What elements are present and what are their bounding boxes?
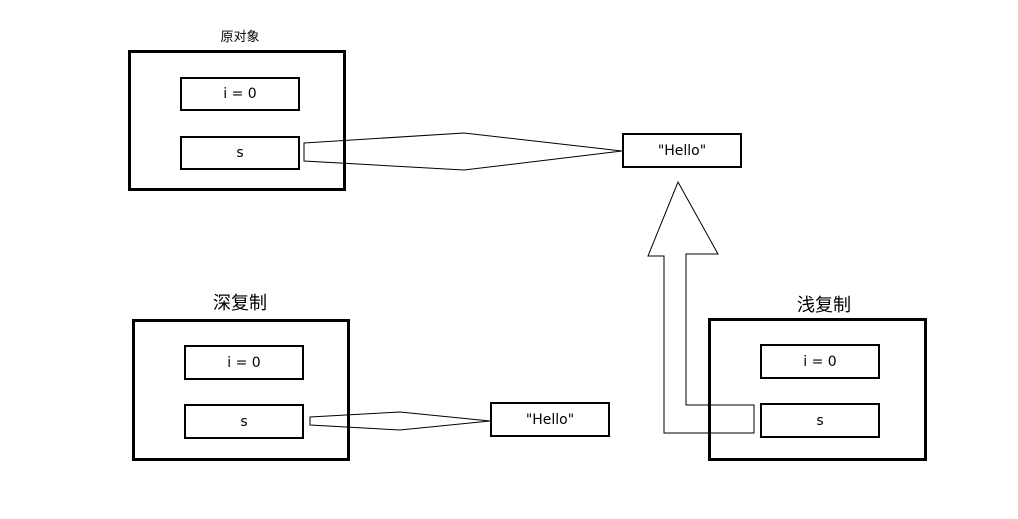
deep-copy-box (132, 319, 350, 461)
shallow-copy-field-i: i = 0 (760, 344, 880, 379)
shallow-copy-field-s: s (760, 403, 880, 438)
shared-string-hello: "Hello" (622, 133, 742, 168)
arrow-deep-copy-to-hello (309, 411, 491, 431)
deep-copy-field-i: i = 0 (184, 345, 304, 380)
deep-copy-title: 深复制 (213, 293, 267, 314)
arrow-original-to-hello (303, 132, 623, 171)
original-object-box (128, 50, 346, 191)
shallow-copy-title: 浅复制 (797, 295, 851, 316)
deep-copy-field-s: s (184, 404, 304, 439)
shallow-copy-box (708, 318, 927, 461)
original-field-s: s (180, 136, 300, 170)
deep-copy-string-hello: "Hello" (490, 402, 610, 437)
original-field-i: i = 0 (180, 77, 300, 111)
original-object-title: 原对象 (220, 30, 260, 45)
